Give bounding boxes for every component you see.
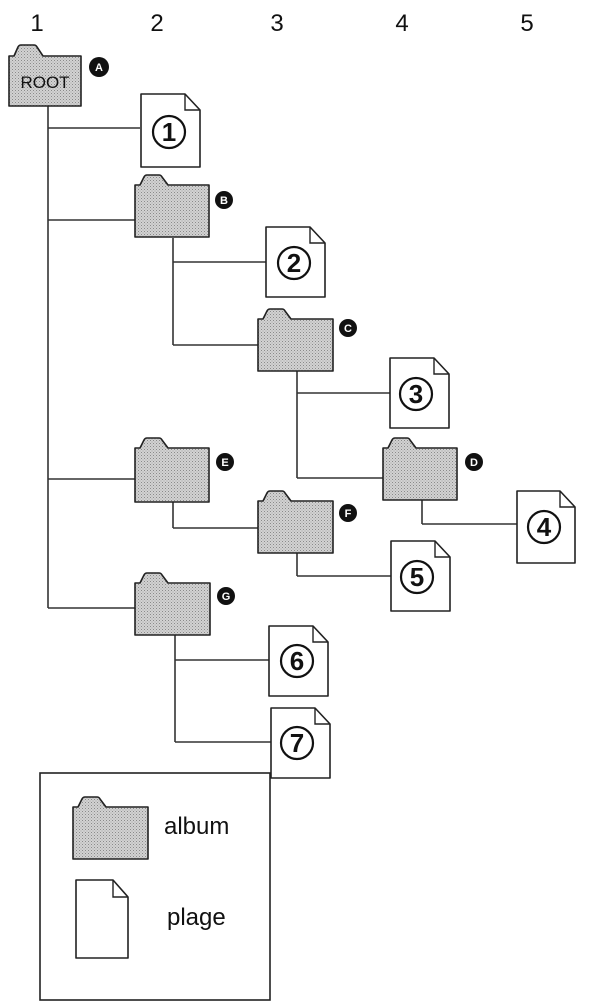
page-6-number: 6 bbox=[290, 646, 304, 676]
album-root-label: ROOT bbox=[20, 73, 69, 92]
album-E-folder-icon bbox=[134, 437, 210, 503]
album-F-folder-icon bbox=[257, 490, 334, 554]
page-1-number: 1 bbox=[162, 117, 176, 147]
badge-circle bbox=[217, 587, 235, 605]
page-7[interactable]: 7 bbox=[270, 707, 331, 779]
album-C[interactable] bbox=[257, 308, 334, 372]
page-fold bbox=[312, 626, 328, 643]
badge-letter: E bbox=[221, 457, 228, 469]
album-root[interactable]: ROOT bbox=[8, 44, 82, 107]
album-F-badge: F bbox=[339, 504, 357, 522]
legend: album plage bbox=[39, 772, 271, 1001]
badge-letter: F bbox=[345, 508, 352, 520]
legend-album-label: album bbox=[164, 813, 229, 840]
page-1[interactable]: 1 bbox=[140, 93, 201, 168]
page-7-number: 7 bbox=[290, 728, 304, 758]
column-label-5: 5 bbox=[520, 10, 533, 37]
album-B-folder-icon bbox=[134, 174, 210, 238]
column-labels: 1 2 3 4 5 bbox=[30, 10, 533, 37]
badge-circle bbox=[216, 453, 234, 471]
badge-letter: C bbox=[344, 323, 352, 335]
doc-icon bbox=[75, 879, 129, 959]
page-2-number: 2 bbox=[287, 248, 301, 278]
page-4[interactable]: 4 bbox=[516, 490, 576, 564]
badge-letter: A bbox=[95, 62, 103, 74]
album-E-badge: E bbox=[216, 453, 234, 471]
album-root-badge: A bbox=[89, 57, 109, 77]
album-root-folder-icon bbox=[8, 44, 82, 107]
page-7-number-circle bbox=[279, 725, 315, 761]
album-G[interactable] bbox=[134, 572, 211, 636]
page-3-number-circle bbox=[398, 376, 434, 412]
column-label-3: 3 bbox=[270, 10, 283, 37]
badge-letter: G bbox=[222, 591, 231, 603]
page-fold bbox=[314, 708, 330, 725]
page-6-number-circle bbox=[279, 643, 315, 679]
badge-circle bbox=[215, 191, 233, 209]
page-4-number-circle bbox=[526, 509, 562, 545]
page-fold bbox=[309, 227, 325, 244]
page-fold bbox=[112, 880, 128, 898]
album-E[interactable] bbox=[134, 437, 210, 503]
album-C-folder-icon bbox=[257, 308, 334, 372]
page-5[interactable]: 5 bbox=[390, 540, 451, 612]
album-C-badge: C bbox=[339, 319, 357, 337]
page-fold bbox=[434, 541, 450, 558]
legend-page-label: plage bbox=[167, 904, 226, 931]
page-fold bbox=[559, 491, 575, 508]
album-D[interactable] bbox=[382, 437, 458, 501]
album-G-folder-icon bbox=[134, 572, 211, 636]
badge-circle bbox=[89, 57, 109, 77]
page-2-number-circle bbox=[276, 245, 312, 281]
album-F[interactable] bbox=[257, 490, 334, 554]
page-4-number: 4 bbox=[537, 512, 552, 542]
page-3[interactable]: 3 bbox=[389, 357, 450, 429]
column-label-2: 2 bbox=[150, 10, 163, 37]
album-B[interactable] bbox=[134, 174, 210, 238]
badge-circle bbox=[339, 319, 357, 337]
badge-circle bbox=[465, 453, 483, 471]
page-5-number-circle bbox=[399, 559, 435, 595]
column-label-1: 1 bbox=[30, 10, 43, 37]
album-G-badge: G bbox=[217, 587, 235, 605]
page-2[interactable]: 2 bbox=[265, 226, 326, 298]
badge-letter: B bbox=[220, 195, 228, 207]
page-6[interactable]: 6 bbox=[268, 625, 329, 697]
badge-letter: D bbox=[470, 457, 478, 469]
album-D-badge: D bbox=[465, 453, 483, 471]
tree-connectors bbox=[47, 106, 517, 743]
page-5-number: 5 bbox=[410, 562, 424, 592]
album-B-badge: B bbox=[215, 191, 233, 209]
album-D-folder-icon bbox=[382, 437, 458, 501]
page-3-number: 3 bbox=[409, 379, 423, 409]
folder-icon bbox=[72, 796, 149, 860]
badge-circle bbox=[339, 504, 357, 522]
legend-album-icon bbox=[72, 796, 149, 860]
page-1-number-circle bbox=[151, 114, 187, 150]
column-label-4: 4 bbox=[395, 10, 408, 37]
page-fold bbox=[433, 358, 449, 375]
page-fold bbox=[184, 94, 200, 111]
legend-page-icon bbox=[75, 879, 129, 959]
